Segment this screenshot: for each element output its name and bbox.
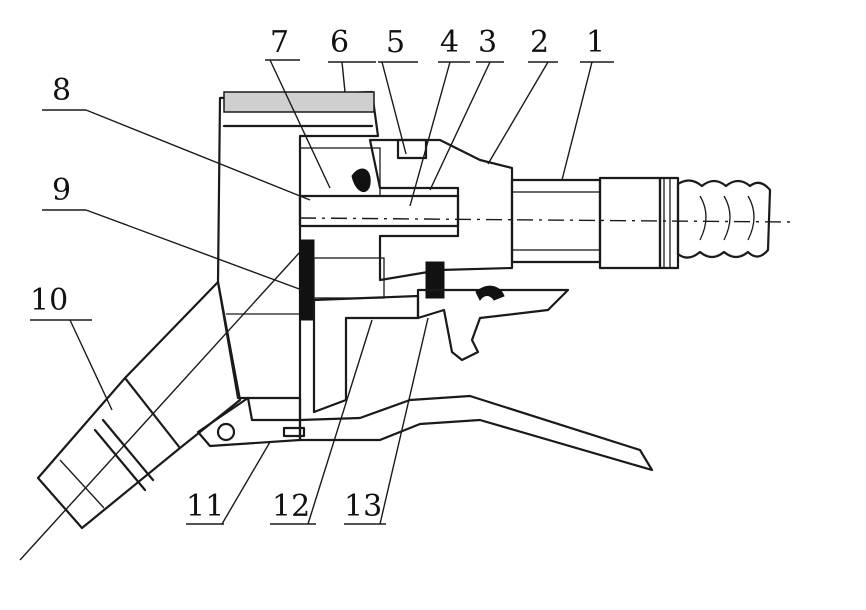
trigger-assembly [196,285,654,472]
label-6: 6 [330,25,349,60]
valve-seat-body [368,138,514,282]
inlet-coupling [510,176,772,270]
main-housing [216,90,380,422]
trigger-lever [298,394,654,472]
knurled-nut [598,176,662,270]
diaphragm [299,239,315,321]
label-5: 5 [386,25,405,60]
label-12: 12 [272,489,310,524]
label-7: 7 [270,25,289,60]
label-9: 9 [52,173,71,208]
callout-labels: 1 2 3 4 5 6 7 8 9 10 11 12 13 [30,25,605,524]
lever-spring [475,285,505,301]
label-8: 8 [52,73,71,108]
label-11: 11 [186,489,224,524]
valve-stem [298,194,460,228]
o-ring [425,261,445,299]
seal-ring [351,168,371,192]
hand-guard [196,396,302,448]
label-13: 13 [344,489,382,524]
label-3: 3 [478,25,497,60]
screw [396,138,428,160]
leader-lines [30,59,614,525]
top-cap [223,91,375,113]
lever-bracket [416,288,570,362]
hose-end [676,179,772,259]
pivot-pin [216,422,236,442]
label-1: 1 [586,25,605,60]
label-10: 10 [30,283,68,318]
label-2: 2 [530,25,549,60]
label-4: 4 [440,25,459,60]
